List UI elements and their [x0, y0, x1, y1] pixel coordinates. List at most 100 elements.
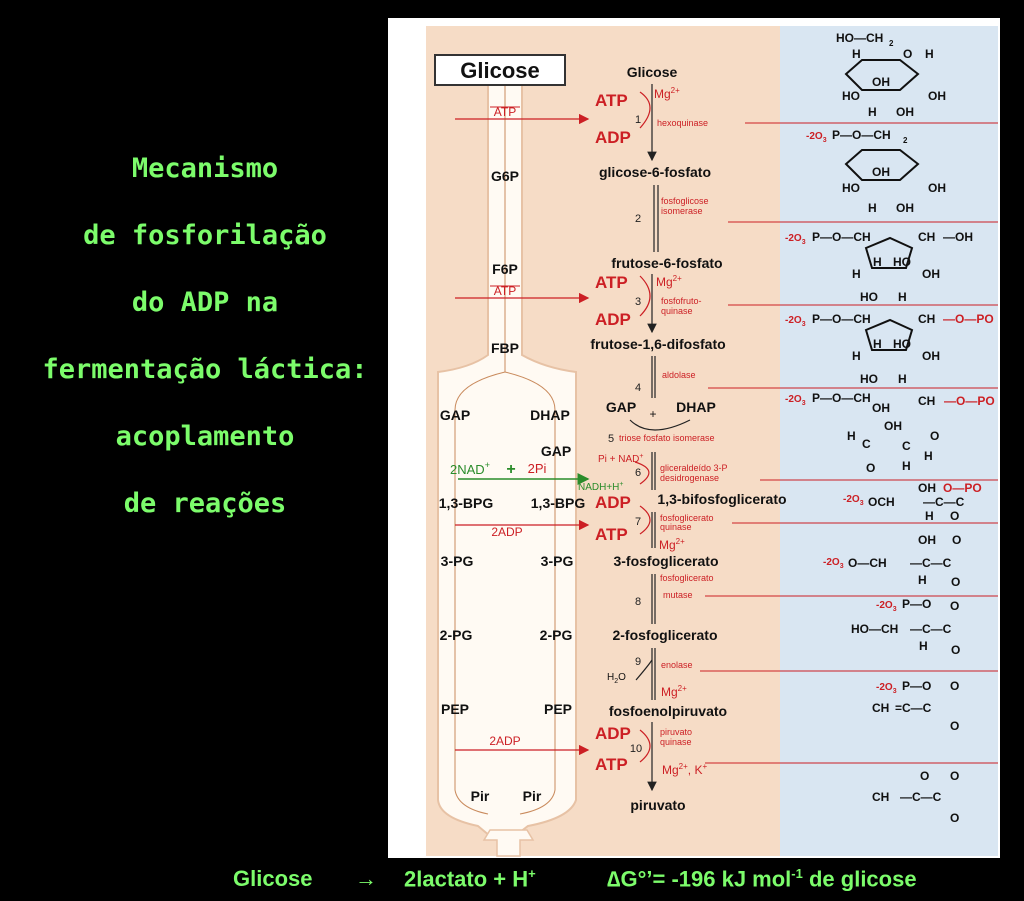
cofactor-atp-1: ATP: [595, 91, 628, 110]
enzyme-desidrogenase: desidrogenase: [660, 473, 719, 483]
svg-text:CH: CH: [918, 394, 935, 408]
mg-9: Mg2+: [661, 684, 687, 699]
svg-text:H: H: [919, 639, 928, 653]
compound-2-fosfoglicerato: 2-fosfoglicerato: [612, 627, 717, 643]
svg-text:CH: CH: [872, 790, 889, 804]
structure-bpg: -2O3 OCH —C—C OH O—PO H O: [843, 481, 982, 523]
cofactor-adp-7: ADP: [595, 493, 631, 512]
title-line-3: do ADP na: [131, 287, 279, 318]
enzyme-gliceraldeido: gliceraldeído 3-P: [660, 463, 728, 473]
svg-text:O: O: [952, 533, 961, 547]
svg-text:2: 2: [903, 136, 908, 145]
step-9: 9: [635, 656, 641, 668]
svg-text:O: O: [903, 47, 912, 61]
svg-text:P—O: P—O: [902, 679, 931, 693]
svg-text:H: H: [847, 429, 856, 443]
structure-pyruvate: CH —C—C O O O: [872, 769, 959, 825]
svg-text:CH: CH: [872, 701, 889, 715]
structure-2pg: -2O3 HO—CH —C—C P—O O H O: [851, 597, 960, 657]
svg-text:HO—CH: HO—CH: [836, 31, 883, 45]
compound-glicose: Glicose: [627, 64, 678, 80]
pi-nad: Pi + NAD+: [598, 453, 644, 465]
enzyme-mutase: mutase: [663, 590, 693, 600]
mg-10: Mg2+, K+: [662, 762, 707, 777]
svg-text:O: O: [920, 769, 929, 783]
svg-text:OH: OH: [928, 181, 946, 195]
svg-text:-2O3: -2O3: [785, 394, 806, 407]
svg-text:H: H: [925, 47, 934, 61]
enzyme-fosfoglicerato-7: fosfoglicerato: [660, 513, 714, 523]
f6p-label: F6P: [492, 261, 518, 277]
svg-text:—OH: —OH: [943, 230, 973, 244]
svg-text:2: 2: [889, 39, 894, 48]
svg-text:H: H: [852, 267, 861, 281]
compound-frutose-6-fosfato: frutose-6-fosfato: [611, 255, 722, 271]
svg-text:HO: HO: [860, 372, 878, 386]
svg-text:-2O3: -2O3: [876, 682, 897, 695]
cofactor-adp-3: ADP: [595, 310, 631, 329]
svg-text:O: O: [951, 643, 960, 657]
compound-frutose-16-difosfato: frutose-1,6-difosfato: [590, 336, 725, 352]
mg-7: Mg2+: [659, 537, 685, 552]
glicose-box-label: Glicose: [460, 58, 539, 83]
bpg-right-label: 1,3-BPG: [531, 495, 586, 511]
svg-text:C: C: [902, 439, 911, 453]
svg-text:OH: OH: [872, 75, 890, 89]
enzyme-quinase-3: quinase: [661, 306, 693, 316]
g6p-label: G6P: [491, 168, 519, 184]
svg-text:O: O: [950, 599, 959, 613]
svg-text:P—O—CH: P—O—CH: [812, 230, 871, 244]
nad-label: 2NAD+: [450, 460, 490, 477]
compound-plus: +: [649, 407, 656, 421]
mg-1: Mg2+: [654, 86, 680, 101]
svg-text:O—PO: O—PO: [943, 481, 982, 495]
svg-text:-2O3: -2O3: [806, 131, 827, 144]
title-line-2: de fosforilação: [83, 220, 327, 251]
svg-text:P—O—CH: P—O—CH: [812, 391, 871, 405]
title-line-6: de reações: [123, 488, 287, 519]
svg-text:—C—C: —C—C: [910, 556, 952, 570]
step-6: 6: [635, 467, 641, 479]
enzyme-aldolase: aldolase: [662, 370, 696, 380]
coupling-arrows: [455, 113, 590, 756]
step-7: 7: [635, 516, 641, 528]
svg-text:=C—C: =C—C: [895, 701, 932, 715]
enzyme-isomerase: isomerase: [661, 206, 703, 216]
svg-text:—C—C: —C—C: [910, 622, 952, 636]
blue-background: [780, 26, 998, 856]
title-line-5: acoplamento: [115, 421, 295, 452]
step-10: 10: [630, 743, 642, 755]
svg-text:CH: CH: [918, 230, 935, 244]
cofactor-atp-3: ATP: [595, 273, 628, 292]
svg-text:H: H: [868, 105, 877, 119]
compound-glicose-6-fosfato: glicose-6-fosfato: [599, 164, 711, 180]
pep-right-label: PEP: [544, 701, 572, 717]
equation-glicose: Glicose: [233, 866, 313, 891]
svg-text:O: O: [950, 509, 959, 523]
enzyme-fosfoglicerato-8: fosfoglicerato: [660, 573, 714, 583]
svg-text:H: H: [898, 372, 907, 386]
pir-right-label: Pir: [523, 788, 542, 804]
pathway-channel: [437, 81, 577, 857]
svg-text:OH: OH: [896, 105, 914, 119]
svg-text:OH: OH: [896, 201, 914, 215]
step-1: 1: [635, 114, 641, 126]
pep-left-label: PEP: [441, 701, 469, 717]
enzyme-leader-lines: [700, 122, 998, 764]
enzyme-fosfoglicose: fosfoglicose: [661, 196, 709, 206]
h2o: H2O: [607, 672, 626, 685]
svg-text:H: H: [868, 201, 877, 215]
nadh: NADH+H+: [578, 481, 624, 493]
pi-label: 2Pi: [528, 461, 547, 476]
pg3-left-label: 3-PG: [441, 553, 474, 569]
svg-text:OH: OH: [918, 481, 936, 495]
gap-left-label: GAP: [440, 407, 470, 423]
svg-text:-2O3: -2O3: [785, 315, 806, 328]
svg-text:H: H: [898, 290, 907, 304]
pg2-right-label: 2-PG: [540, 627, 573, 643]
svg-text:HO: HO: [893, 255, 911, 269]
